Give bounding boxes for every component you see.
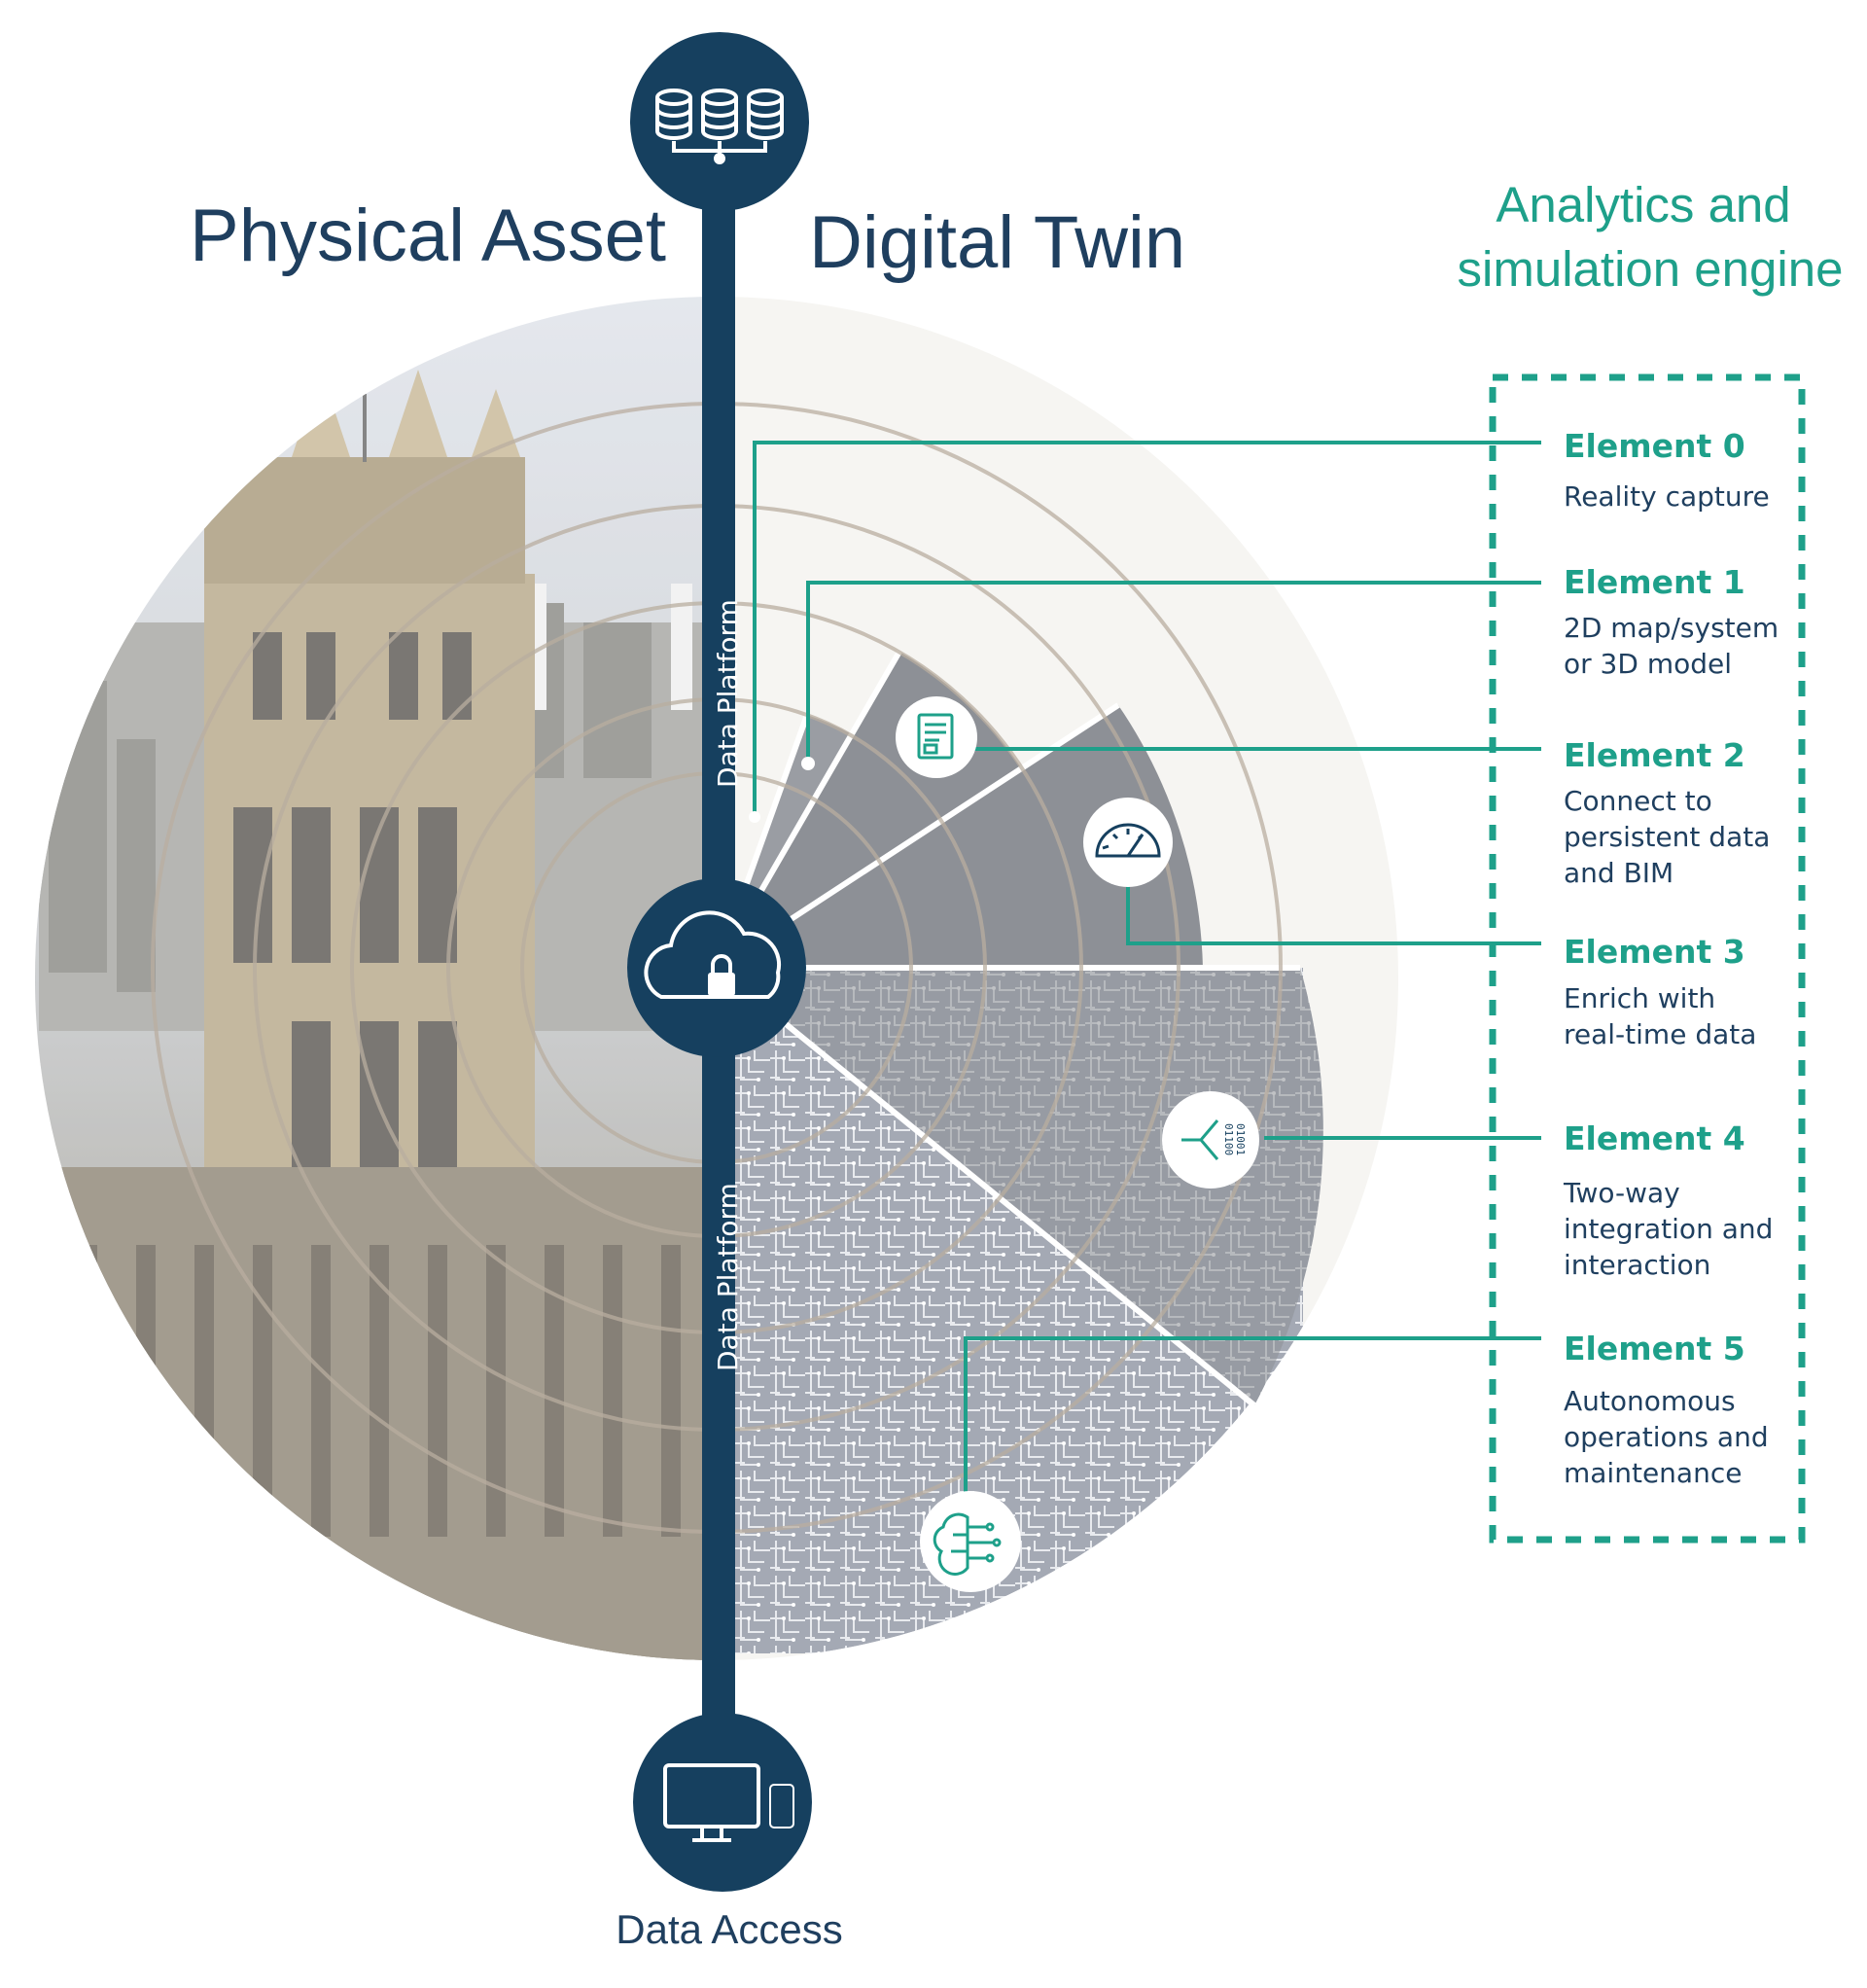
element-5: Element 5 Autonomous operations and main…: [1564, 1330, 1769, 1489]
devices-icon: [663, 1763, 794, 1842]
element-4-title: Element 4: [1564, 1119, 1745, 1157]
element-3-title: Element 3: [1564, 933, 1745, 971]
element-1-title: Element 1: [1564, 563, 1745, 601]
element-2-desc-line2: persistent data: [1564, 821, 1770, 853]
element-2-desc-line1: Connect to: [1564, 785, 1712, 817]
element-1-desc-line2: or 3D model: [1564, 648, 1732, 680]
digital-twin-heading: Digital Twin: [809, 201, 1185, 284]
physical-asset-photo: [35, 297, 717, 1660]
element3-node[interactable]: [1083, 798, 1173, 887]
element-5-desc-line1: Autonomous: [1564, 1385, 1736, 1417]
element-3-desc-line2: real-time data: [1564, 1018, 1756, 1050]
binary-label-1: 01001: [1234, 1123, 1247, 1155]
data-platform-label-upper: Data Platform: [712, 599, 744, 788]
element-3: Element 3 Enrich with real-time data: [1564, 933, 1756, 1050]
element-2-title: Element 2: [1564, 736, 1745, 774]
database-node[interactable]: [630, 32, 809, 211]
element-4-desc-line3: interaction: [1564, 1249, 1710, 1281]
element-1-desc-line1: 2D map/system: [1564, 612, 1779, 644]
database-icon: [655, 89, 784, 164]
analytics-heading-line2: simulation engine: [1458, 241, 1844, 297]
element5-node[interactable]: [920, 1491, 1021, 1592]
element-3-desc-line1: Enrich with: [1564, 982, 1715, 1014]
element-4-desc-line2: integration and: [1564, 1213, 1773, 1245]
analytics-heading-line1: Analytics and: [1496, 177, 1790, 232]
element-5-title: Element 5: [1564, 1330, 1745, 1367]
analytics-engine-box: [1489, 373, 1806, 1544]
binary-split-icon: [1181, 1119, 1219, 1160]
data-access-node[interactable]: [633, 1713, 812, 1892]
element-2: Element 2 Connect to persistent data and…: [1564, 736, 1770, 889]
data-access-label: Data Access: [616, 1906, 842, 1952]
element-5-desc-line3: maintenance: [1564, 1457, 1742, 1489]
element-2-desc-line3: and BIM: [1564, 857, 1673, 889]
element-5-desc-line2: operations and: [1564, 1421, 1769, 1453]
element-0-desc-line1: Reality capture: [1564, 480, 1770, 513]
element4-node[interactable]: 01001 01100: [1162, 1091, 1259, 1189]
binary-label-2: 01100: [1222, 1123, 1235, 1155]
gauge-icon: [1095, 823, 1161, 858]
physical-asset-heading: Physical Asset: [190, 195, 666, 277]
element-4: Element 4 Two-way integration and intera…: [1563, 1119, 1773, 1281]
connector-dots: [749, 757, 815, 823]
brain-circuit-icon: [933, 1512, 1002, 1576]
element-4-desc-line1: Two-way: [1563, 1177, 1680, 1209]
element-0-title: Element 0: [1564, 427, 1745, 465]
data-platform-label-lower: Data Platform: [712, 1183, 744, 1371]
element-0: Element 0 Reality capture: [1564, 427, 1770, 513]
element-sectors: [717, 652, 1323, 1405]
element-connectors: [753, 441, 1541, 1493]
document-icon: [917, 713, 954, 760]
element2-node[interactable]: [896, 696, 977, 778]
element-1: Element 1 2D map/system or 3D model: [1564, 563, 1779, 680]
cloud-node[interactable]: [627, 878, 806, 1057]
cloud-lock-icon: [644, 910, 782, 999]
